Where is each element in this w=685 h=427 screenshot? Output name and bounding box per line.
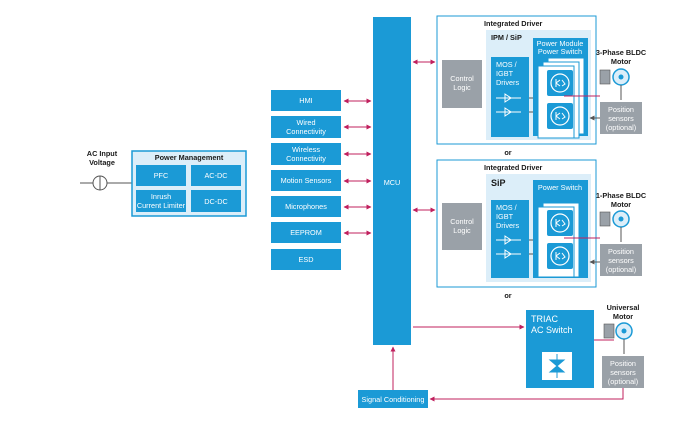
acdc-block [191, 165, 241, 186]
eeprom-label: EEPROM [290, 228, 322, 237]
driver1-control-line1: Control [450, 74, 474, 83]
driver2-mos-line1: MOS / [496, 203, 518, 212]
pos3-line3: (optional) [608, 377, 638, 386]
motor-3phase: 3-Phase BLDC Motor Position sensors (opt… [596, 48, 647, 134]
integrated-driver-2: Integrated Driver Control Logic SiP MOS … [436, 159, 597, 288]
or-separator-2: or [504, 291, 511, 300]
inrush-label-line2: Current Limiter [137, 201, 186, 210]
driver1-position-sensors [600, 102, 642, 134]
wired-label-line2: Connectivity [286, 127, 326, 136]
driver1-title: Integrated Driver [484, 19, 543, 28]
motor2-label-line2: Motor [611, 200, 631, 209]
wired-label-line1: Wired [296, 118, 315, 127]
pos1-line3: (optional) [606, 123, 636, 132]
microphones-label: Microphones [285, 202, 327, 211]
dcdc-block [191, 190, 241, 212]
signal-conditioning-label: Signal Conditioning [362, 395, 425, 404]
driver2-power-switch-stack [537, 202, 580, 278]
pfc-label: PFC [154, 171, 169, 180]
motor2-label-line1: 1-Phase BLDC [596, 191, 647, 200]
eeprom-block [271, 222, 341, 243]
driver1-mos-line1: MOS / [496, 60, 518, 69]
driver1-pm-line2: Power Switch [538, 47, 582, 56]
microphones-block [271, 196, 341, 217]
dcdc-label: DC-DC [204, 197, 228, 206]
pfc-block [136, 165, 186, 186]
integrated-driver-1: Integrated Driver Control Logic IPM / Si… [436, 15, 597, 145]
driver1-mos-line2: IGBT [496, 69, 514, 78]
motion-sensors-block [271, 170, 341, 191]
pos2-line2: sensors [608, 256, 634, 265]
driver2-control-line2: Logic [453, 226, 471, 235]
power-management-title: Power Management [155, 153, 224, 162]
pos1-line1: Position [608, 105, 634, 114]
inrush-label-line1: Inrush [151, 192, 171, 201]
motor1-label-line1: 3-Phase BLDC [596, 48, 647, 57]
esd-label: ESD [298, 255, 313, 264]
driver2-mos-line3: Drivers [496, 221, 519, 230]
motor-1phase: 1-Phase BLDC Motor Position sensors (opt… [596, 191, 647, 276]
driver2-position-sensors [600, 244, 642, 276]
driver2-buffer-icons [496, 235, 521, 259]
wireless-label-line2: Connectivity [286, 154, 326, 163]
driver1-power-switch-stack [537, 57, 585, 139]
wireless-label-line1: Wireless [292, 145, 320, 154]
driver2-title: Integrated Driver [484, 163, 543, 172]
motor3-label-line1: Universal [607, 303, 640, 312]
driver2-ps-label: Power Switch [538, 183, 582, 192]
driver2-control-logic-block [442, 203, 482, 250]
pos1-line2: sensors [608, 114, 634, 123]
hmi-block [271, 90, 341, 111]
wired-connectivity-block [271, 116, 341, 138]
driver2-control-line1: Control [450, 217, 474, 226]
or-separator-1: or [504, 148, 511, 157]
ac-source-icon [92, 175, 108, 191]
driver1-control-line2: Logic [453, 83, 471, 92]
ac-input: AC Input Voltage [80, 149, 132, 191]
driver1-pm-line1: Power Module [537, 39, 584, 48]
pos2-line3: (optional) [606, 265, 636, 274]
driver2-inner-title: SiP [491, 178, 506, 188]
mcu-block: MCU [373, 17, 411, 345]
driver1-inner-title: IPM / SiP [491, 33, 522, 42]
triac-ac-switch-block: TRIAC AC Switch [526, 310, 594, 388]
motion-sensors-label: Motion Sensors [281, 176, 332, 185]
inrush-limiter-block [136, 190, 186, 212]
driver1-buffer-icons [496, 93, 521, 117]
triac-position-sensors [602, 356, 644, 388]
peripheral-arrows [343, 98, 372, 236]
motor3-label-line2: Motor [613, 312, 633, 321]
esd-block [271, 249, 341, 270]
driver1-control-logic-block [442, 60, 482, 108]
motor-universal: Universal Motor Position sensors (option… [602, 303, 644, 388]
pos3-to-signal-conditioning-arrow [429, 388, 624, 402]
pos3-line2: sensors [610, 368, 636, 377]
hmi-label: HMI [299, 96, 312, 105]
ac-input-label-line2: Voltage [89, 158, 115, 167]
triac-label-line1: TRIAC [531, 314, 559, 324]
signal-conditioning-block: Signal Conditioning [358, 390, 428, 408]
mcu-label: MCU [384, 178, 401, 187]
pos2-line1: Position [608, 247, 634, 256]
driver1-mos-line3: Drivers [496, 78, 519, 87]
peripheral-blocks: HMI Wired Connectivity Wireless Connecti… [271, 90, 341, 270]
triac-label-line2: AC Switch [531, 325, 573, 335]
acdc-label: AC-DC [204, 171, 227, 180]
pos3-line1: Position [610, 359, 636, 368]
driver2-mos-line2: IGBT [496, 212, 514, 221]
motor1-label-line2: Motor [611, 57, 631, 66]
wireless-connectivity-block [271, 143, 341, 165]
ac-input-label-line1: AC Input [87, 149, 118, 158]
power-management-block: Power Management PFC AC-DC Inrush Curren… [131, 150, 247, 217]
